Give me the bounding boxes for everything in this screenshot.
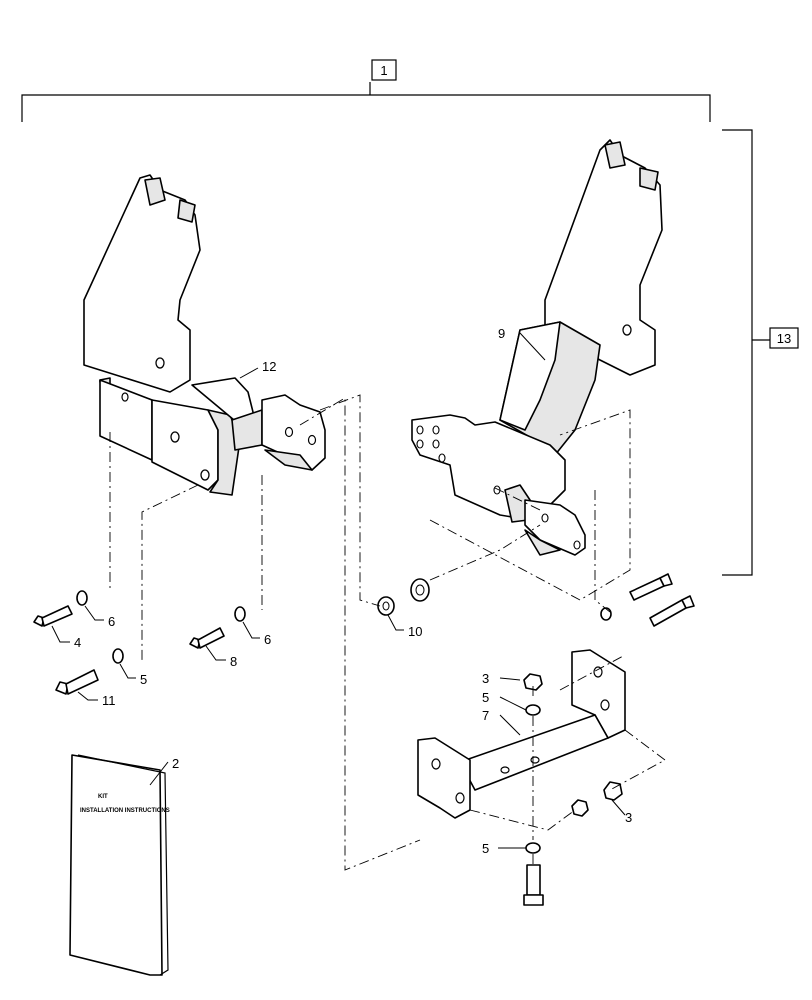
assembly-bracket-13: 13	[722, 129, 799, 576]
manual-line2: KIT	[98, 794, 108, 800]
hardware-bolt-8	[189, 627, 225, 649]
nut-3-right-2	[571, 799, 589, 817]
washer-5-top	[525, 704, 541, 716]
washer-5-left	[112, 648, 124, 664]
callout-5a: 5	[482, 690, 489, 705]
spacer-10-hole	[382, 601, 390, 611]
callout-7: 7	[482, 708, 489, 723]
callout-4: 4	[74, 635, 81, 650]
washer-6-middle	[234, 606, 246, 622]
callout-8: 8	[230, 654, 237, 669]
hardware-bolts-right	[600, 573, 695, 627]
callout-box-13	[769, 327, 799, 349]
nut-3-right	[603, 781, 623, 801]
callout-3b: 3	[625, 810, 632, 825]
hardware-bolt-11	[55, 669, 99, 695]
hardware-bolt-bottom	[523, 864, 544, 906]
spacer-right-hole	[415, 584, 425, 596]
callout-5b: 5	[140, 672, 147, 687]
callout-3a: 3	[482, 671, 489, 686]
callout-1: 1	[380, 63, 387, 78]
lower-u-bracket	[417, 649, 626, 819]
callout-6a: 6	[108, 614, 115, 629]
callout-9: 9	[498, 326, 505, 341]
callout-6b: 6	[264, 632, 271, 647]
hardware-bolt-4	[33, 605, 73, 627]
installation-manual: KIT INSTALLATION INSTRUCTIONS	[69, 754, 170, 976]
callout-5c: 5	[482, 841, 489, 856]
washer-5-bottom	[525, 842, 541, 854]
right-mount-bracket	[411, 139, 663, 556]
callout-10: 10	[408, 624, 422, 639]
callout-13: 13	[777, 331, 791, 346]
callout-leaders: 2 3 3 4 5 5 5 6 6 7 8 9 10 11 12	[51, 326, 632, 856]
callout-box-1	[371, 59, 397, 81]
callout-2: 2	[172, 756, 179, 771]
assembly-bracket-1: 1	[21, 59, 711, 122]
callout-12: 12	[262, 359, 276, 374]
assembly-lines	[109, 394, 666, 871]
left-mount-bracket	[83, 174, 326, 496]
washer-6-left	[76, 590, 88, 606]
nut-3-top	[523, 673, 543, 691]
manual-line1: INSTALLATION INSTRUCTIONS	[80, 808, 170, 814]
callout-11: 11	[102, 693, 116, 708]
